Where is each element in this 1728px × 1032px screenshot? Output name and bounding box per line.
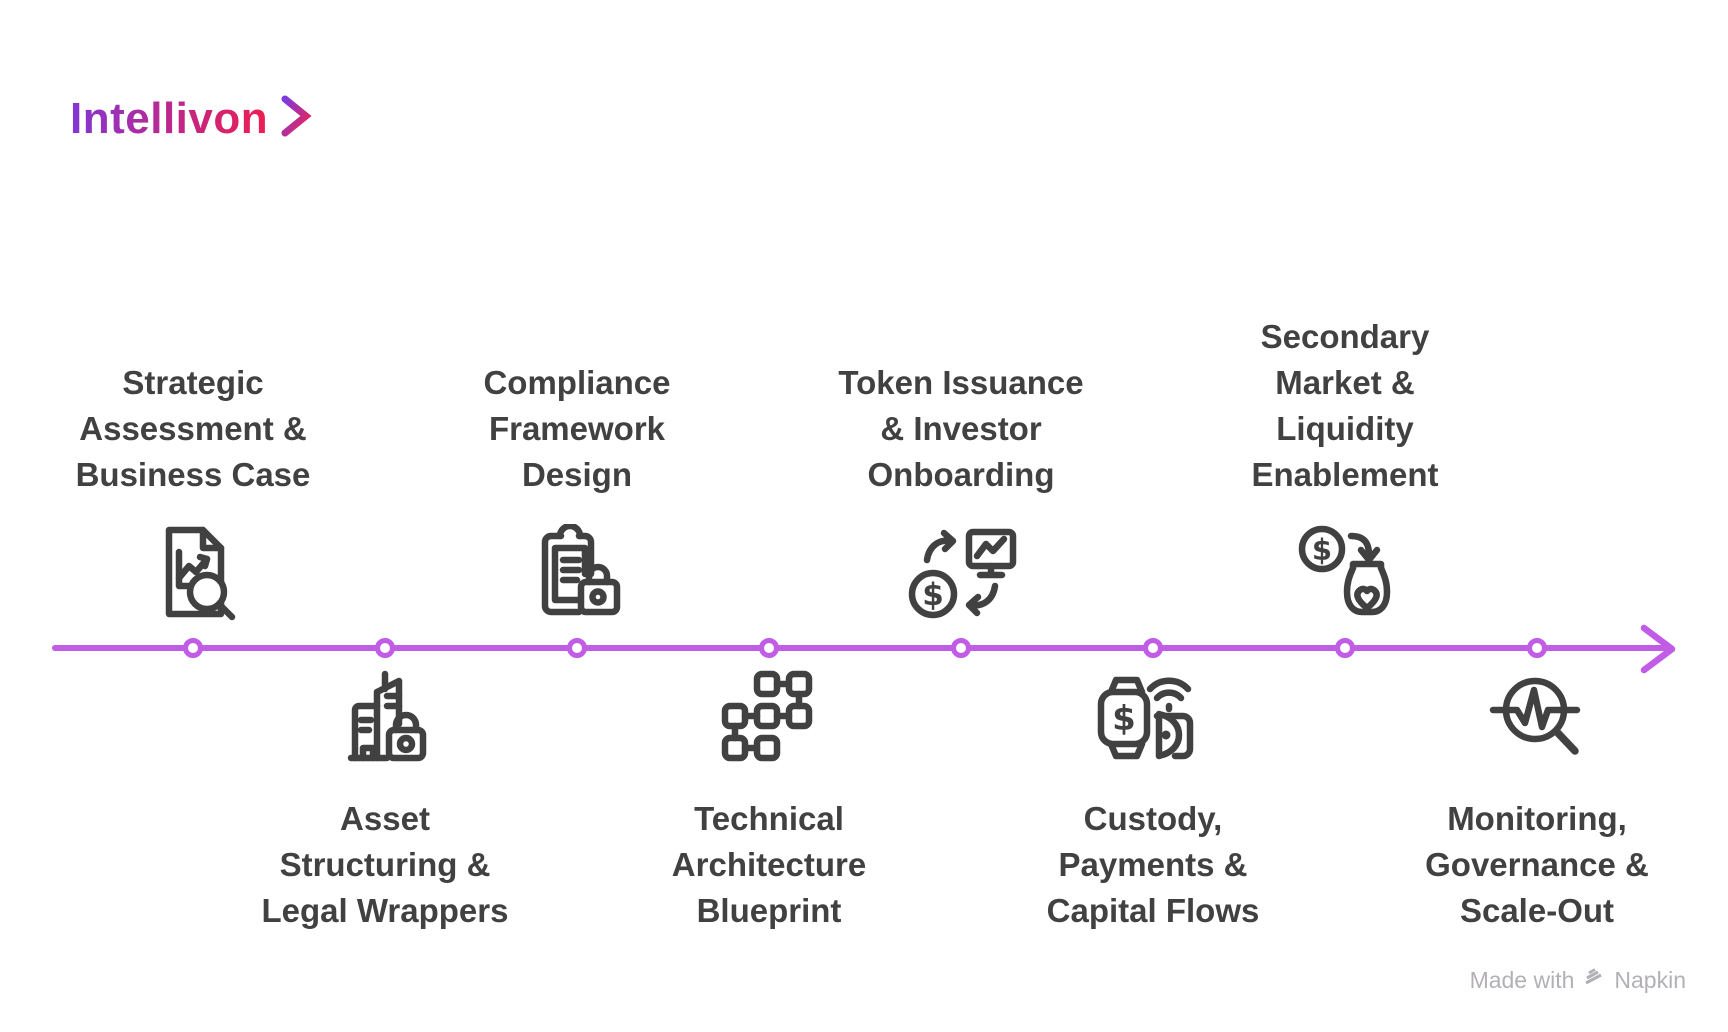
- stage-title: Strategic Assessment & Business Case: [75, 364, 311, 493]
- timeline-milestone-dot: [375, 638, 395, 658]
- stage-token-issuance: Token Issuance & Investor Onboarding $: [811, 360, 1111, 624]
- stage-secondary-market: Secondary Market & Liquidity Enablement …: [1195, 314, 1495, 624]
- timeline-milestone-dot: [759, 638, 779, 658]
- timeline-milestone-dot: [951, 638, 971, 658]
- footer-brand: Napkin: [1614, 966, 1686, 993]
- svg-text:$: $: [1112, 699, 1136, 739]
- timeline-milestone-dot: [1143, 638, 1163, 658]
- smartwatch-wallet-payment-icon: $: [1093, 668, 1213, 768]
- chevron-right-icon: [278, 92, 314, 145]
- brand-logo: Intellivon: [70, 92, 314, 145]
- timeline-milestone-dot: [183, 638, 203, 658]
- stage-compliance-framework: Compliance Framework Design: [427, 360, 727, 624]
- made-with-napkin: Made with Napkin: [1470, 966, 1686, 994]
- svg-text:$: $: [1312, 533, 1332, 567]
- timeline-milestone-dot: [567, 638, 587, 658]
- napkin-logo-icon: [1583, 966, 1605, 994]
- timeline-line: [52, 645, 1668, 651]
- timeline-milestone-dot: [1335, 638, 1355, 658]
- stage-title: Asset Structuring & Legal Wrappers: [261, 800, 509, 929]
- svg-text:$: $: [922, 577, 944, 613]
- coin-to-jar-heart-icon: $: [1295, 524, 1395, 624]
- document-chart-magnifier-icon: [143, 524, 243, 624]
- stage-monitoring-governance: Monitoring, Governance & Scale-Out: [1387, 668, 1687, 934]
- stage-title: Monitoring, Governance & Scale-Out: [1425, 800, 1649, 929]
- clipboard-lock-icon: [527, 524, 627, 624]
- currency-exchange-chart-icon: $: [901, 524, 1021, 624]
- stage-title: Technical Architecture Blueprint: [671, 800, 867, 929]
- buildings-lock-icon: [335, 668, 435, 768]
- pulse-magnifier-icon: [1487, 668, 1587, 768]
- stage-title: Secondary Market & Liquidity Enablement: [1251, 318, 1439, 493]
- stage-title: Token Issuance & Investor Onboarding: [838, 364, 1084, 493]
- stage-strategic-assessment: Strategic Assessment & Business Case: [43, 360, 343, 624]
- brand-name: Intellivon: [70, 93, 269, 143]
- timeline-milestone-dot: [1527, 638, 1547, 658]
- stage-technical-architecture: Technical Architecture Blueprint: [619, 668, 919, 934]
- stage-custody-payments: $ Custody, Payments & Capital Flows: [1003, 668, 1303, 934]
- flowchart-nodes-icon: [719, 668, 819, 768]
- stage-title: Compliance Framework Design: [483, 364, 671, 493]
- stage-asset-structuring: Asset Structuring & Legal Wrappers: [235, 668, 535, 934]
- stage-title: Custody, Payments & Capital Flows: [1046, 800, 1260, 929]
- timeline-arrow-icon: [1638, 622, 1680, 681]
- footer-prefix: Made with: [1469, 966, 1575, 993]
